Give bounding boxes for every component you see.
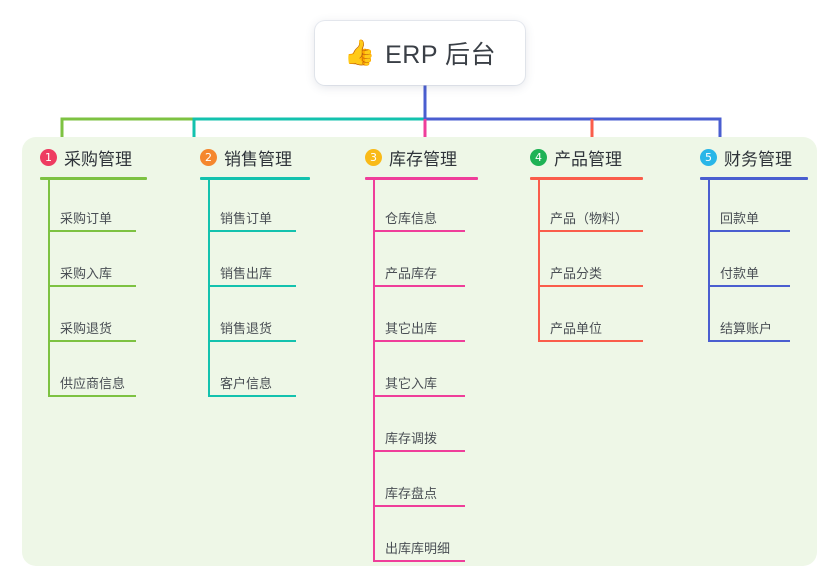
module-item-rule	[48, 285, 136, 287]
modules-panel	[22, 137, 817, 566]
module-item[interactable]: 采购退货	[60, 321, 113, 336]
module-item[interactable]: 产品分类	[550, 266, 603, 281]
module-stem-line	[708, 180, 710, 340]
module-item-rule	[208, 340, 296, 342]
module-item-rule	[708, 285, 790, 287]
root-node-label: ERP 后台	[385, 41, 497, 69]
module-item[interactable]: 仓库信息	[385, 211, 438, 226]
module-header-5[interactable]: 5 财务管理	[700, 145, 792, 170]
module-header-rule	[200, 177, 310, 180]
module-item[interactable]: 产品库存	[385, 266, 438, 281]
module-item[interactable]: 出库库明细	[385, 541, 451, 556]
module-item[interactable]: 其它入库	[385, 376, 438, 391]
module-item-rule	[208, 230, 296, 232]
root-node-erp-backend[interactable]: 👍 ERP 后台	[315, 21, 525, 85]
module-item-rule	[373, 450, 465, 452]
module-header-rule	[530, 177, 643, 180]
module-item-rule	[373, 230, 465, 232]
module-item[interactable]: 库存调拨	[385, 431, 438, 446]
module-item[interactable]: 客户信息	[220, 376, 273, 391]
module-title: 产品管理	[554, 150, 622, 169]
module-header-4[interactable]: 4 产品管理	[530, 145, 622, 170]
module-header-rule	[700, 177, 808, 180]
module-title: 财务管理	[724, 150, 792, 169]
module-item[interactable]: 销售退货	[220, 321, 273, 336]
module-item[interactable]: 付款单	[720, 266, 760, 281]
module-stem-line	[373, 180, 375, 560]
module-stem-line	[208, 180, 210, 395]
module-badge-number: 4	[530, 149, 547, 166]
module-item[interactable]: 供应商信息	[60, 376, 126, 391]
module-item-rule	[373, 505, 465, 507]
module-item-rule	[538, 340, 643, 342]
module-item[interactable]: 销售出库	[220, 266, 273, 281]
module-item-rule	[48, 340, 136, 342]
module-stem-line	[538, 180, 540, 340]
module-item-rule	[208, 395, 296, 397]
module-item-rule	[708, 230, 790, 232]
module-header-1[interactable]: 1 采购管理	[40, 145, 132, 170]
module-item[interactable]: 销售订单	[220, 211, 273, 226]
module-item-rule	[538, 285, 643, 287]
module-item-rule	[373, 285, 465, 287]
module-item-rule	[48, 395, 136, 397]
module-item[interactable]: 结算账户	[720, 321, 773, 336]
module-stem-line	[48, 180, 50, 395]
module-item[interactable]: 采购订单	[60, 211, 113, 226]
module-badge-number: 1	[40, 149, 57, 166]
module-badge-number: 5	[700, 149, 717, 166]
module-header-rule	[365, 177, 478, 180]
module-title: 采购管理	[64, 150, 132, 169]
module-header-rule	[40, 177, 147, 180]
module-item[interactable]: 其它出库	[385, 321, 438, 336]
module-header-3[interactable]: 3 库存管理	[365, 145, 457, 170]
module-badge-number: 3	[365, 149, 382, 166]
module-item[interactable]: 采购入库	[60, 266, 113, 281]
module-item-rule	[373, 560, 465, 562]
module-item-rule	[208, 285, 296, 287]
module-item[interactable]: 产品单位	[550, 321, 603, 336]
thumbs-up-icon: 👍	[343, 38, 376, 67]
module-item-rule	[373, 340, 465, 342]
module-item-rule	[538, 230, 643, 232]
module-item[interactable]: 库存盘点	[385, 486, 438, 501]
module-title: 销售管理	[224, 150, 292, 169]
module-item[interactable]: 产品（物料）	[550, 211, 629, 226]
module-header-2[interactable]: 2 销售管理	[200, 145, 292, 170]
module-item[interactable]: 回款单	[720, 211, 760, 226]
module-item-rule	[373, 395, 465, 397]
module-item-rule	[48, 230, 136, 232]
module-badge-number: 2	[200, 149, 217, 166]
module-item-rule	[708, 340, 790, 342]
module-title: 库存管理	[389, 150, 457, 169]
